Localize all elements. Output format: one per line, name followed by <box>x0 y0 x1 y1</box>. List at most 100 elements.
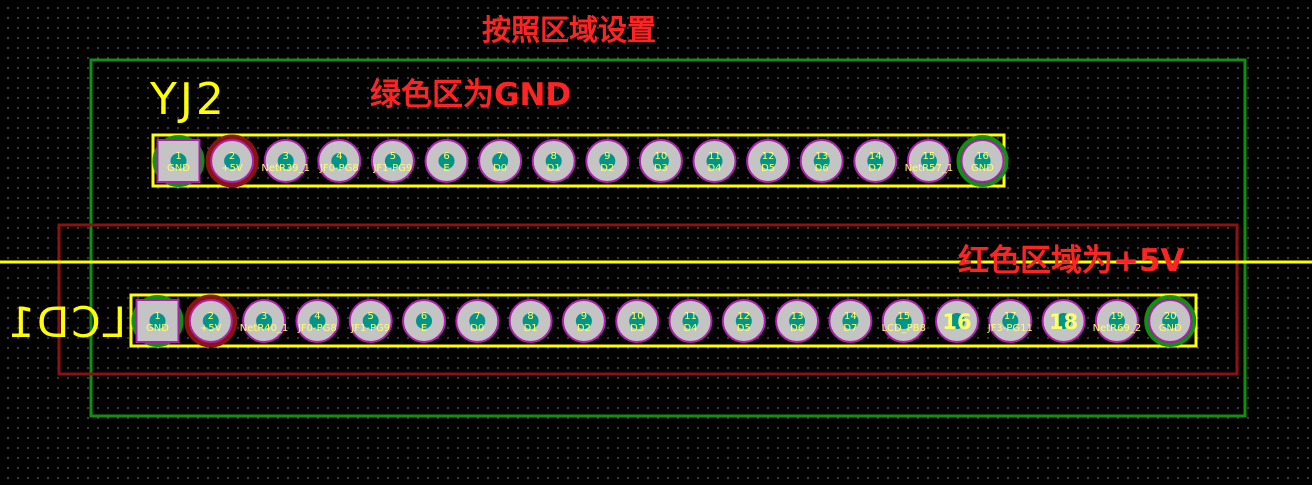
yj2-pin-net: JF0-PG8 <box>319 163 359 174</box>
yj2-pin-number: 13 <box>815 151 828 162</box>
lcd1-pad-16[interactable]: 16 <box>935 299 979 343</box>
lcd1-power-thermal-ring <box>184 294 238 348</box>
yj2-drill-hole <box>652 153 669 169</box>
yj2-drill-hole <box>813 153 830 169</box>
yj2-drill-hole <box>974 153 991 169</box>
lcd1-pin-net: D6 <box>790 323 804 334</box>
gnd-zone-annotation: 绿色区为GND <box>370 77 572 113</box>
lcd1-pin-number: 14 <box>844 311 857 322</box>
yj2-pad-2[interactable]: 2+5V <box>205 134 259 188</box>
lcd1-pin-net: D4 <box>683 323 697 334</box>
yj2-pin-number: 15 <box>923 151 936 162</box>
lcd1-pin-net: GND <box>1159 323 1182 334</box>
lcd1-drill-hole <box>1002 313 1019 329</box>
yj2-designator[interactable]: YJ2 <box>150 74 227 125</box>
lcd1-pin-number: 8 <box>527 311 533 322</box>
lcd1-designator[interactable]: LCD1 <box>6 298 126 347</box>
lcd1-pin-number: 17 <box>1004 311 1017 322</box>
lcd1-pin-number: 4 <box>314 311 320 322</box>
lcd1-pad-2[interactable]: 2+5V <box>184 294 238 348</box>
lcd1-square-pad <box>135 299 180 343</box>
yj2-pad-8[interactable]: 8D1 <box>531 139 576 183</box>
lcd1-pad-8[interactable]: 8D1 <box>508 299 553 343</box>
yj2-drill-hole <box>224 153 241 169</box>
zone-setting-annotation: 按照区域设置 <box>482 13 657 47</box>
lcd1-gnd-thermal-ring <box>131 295 184 347</box>
yj2-pin-number: 14 <box>869 151 882 162</box>
lcd1-pad-group[interactable]: 1GND2+5V3NetR40_14JF0-PG85JF1-PG96E7D08D… <box>131 294 1197 348</box>
lcd1-pin-net: NetR40_1 <box>240 323 289 334</box>
lcd1-pin-net: D3 <box>630 323 644 334</box>
yj2-pin-net: D6 <box>815 163 829 174</box>
lcd1-drill-hole <box>202 313 219 329</box>
yj2-pin-number: 8 <box>551 151 557 162</box>
yj2-pin-number: 10 <box>655 151 668 162</box>
lcd1-pin-net: D0 <box>470 323 484 334</box>
yj2-pin-net: NetR39_1 <box>261 163 310 174</box>
lcd1-drill-hole <box>149 313 166 329</box>
lcd1-drill-hole <box>309 313 326 329</box>
lcd1-pad-18[interactable]: 18 <box>1041 299 1086 343</box>
yj2-pad-group[interactable]: 1GND2+5V3NetR39_14JF0-PG85JF1-PG96E7D08D… <box>152 134 1009 188</box>
yj2-drill-hole <box>545 153 562 169</box>
lcd1-pin-net: GND <box>146 323 169 334</box>
yj2-drill-hole <box>438 153 455 169</box>
lcd1-drill-hole <box>789 313 806 329</box>
yj2-pin-number: 12 <box>762 151 775 162</box>
lcd1-drill-hole <box>629 313 646 329</box>
lcd1-pin-number: 16 <box>942 310 971 334</box>
yj2-pin-number: 7 <box>497 151 503 162</box>
lcd1-pad-6[interactable]: 6E <box>402 299 446 343</box>
yj2-pin-net: D3 <box>654 163 668 174</box>
lcd1-pin-number: 11 <box>684 311 697 322</box>
lcd1-pin-number: 20 <box>1164 311 1177 322</box>
lcd1-pin-net: D7 <box>843 323 857 334</box>
lcd1-pin-net: JF1-PG9 <box>350 323 390 334</box>
yj2-pin-net: GND <box>167 163 190 174</box>
lcd1-pin-net: E <box>421 323 427 334</box>
yj2-drill-hole <box>760 153 777 169</box>
lcd1-pin-number: 18 <box>1049 310 1078 334</box>
gnd-zone-outline[interactable] <box>89 58 1247 418</box>
lcd1-pad-9[interactable]: 9D2 <box>561 299 606 343</box>
yj2-pad-7[interactable]: 7D0 <box>478 139 523 183</box>
lcd1-pin-number: 13 <box>791 311 804 322</box>
yj2-pad-6[interactable]: 6E <box>424 139 469 183</box>
lcd1-pin-number: 2 <box>208 311 214 322</box>
yj2-pad-9[interactable]: 9D2 <box>585 139 630 183</box>
yj2-drill-hole <box>920 153 937 169</box>
lcd1-pad-7[interactable]: 7D0 <box>455 299 500 343</box>
power-zone-outline[interactable] <box>57 223 1239 376</box>
lcd1-outline[interactable] <box>129 293 1198 348</box>
lcd1-pin-number: 3 <box>261 311 267 322</box>
lcd1-gnd-thermal-ring <box>1144 295 1197 347</box>
lcd1-pin-net: LCD_PB8 <box>881 323 926 334</box>
yj2-gnd-thermal-ring <box>152 135 205 187</box>
